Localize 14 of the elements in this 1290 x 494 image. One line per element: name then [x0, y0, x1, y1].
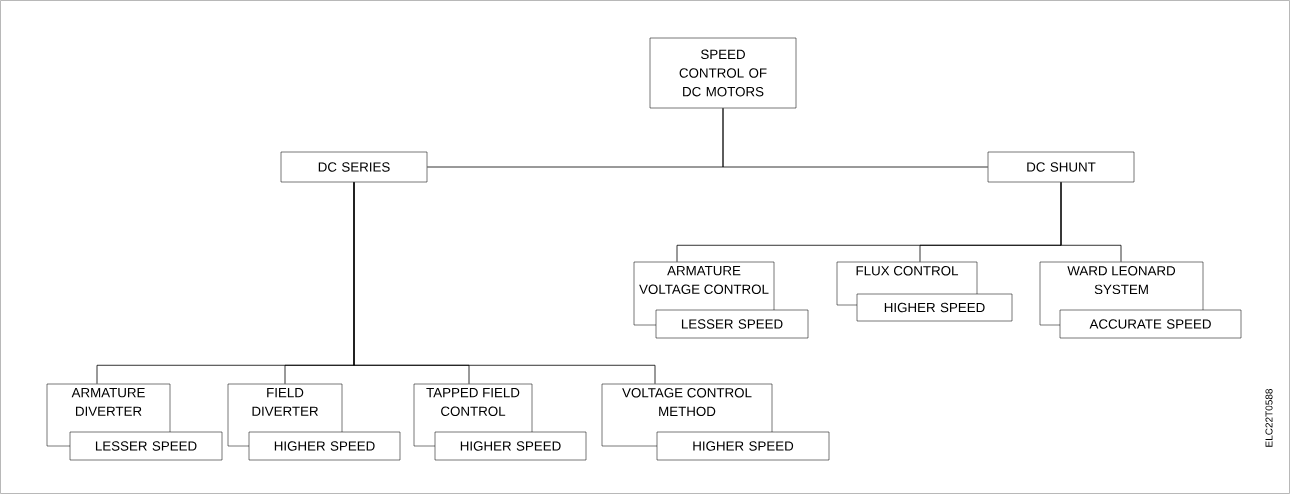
result-box: LESSER SPEED: [655, 309, 809, 339]
result-box: HIGHER SPEED: [856, 293, 1013, 322]
result-box: HIGHER SPEED: [656, 431, 830, 461]
category-box: DC SHUNT: [987, 151, 1135, 183]
result-box: LESSER SPEED: [69, 431, 223, 461]
category-box: SPEED CONTROL OF DC MOTORS: [649, 37, 797, 109]
category-box: DC SERIES: [280, 151, 428, 183]
connector-line: [353, 181, 656, 385]
figure-code: ELC22T0588: [1265, 389, 1273, 447]
connector-line: [722, 107, 989, 168]
result-box: HIGHER SPEED: [248, 431, 401, 461]
result-box: ACCURATE SPEED: [1059, 309, 1242, 339]
result-box: HIGHER SPEED: [434, 431, 587, 461]
connector-line: [1060, 181, 1122, 263]
